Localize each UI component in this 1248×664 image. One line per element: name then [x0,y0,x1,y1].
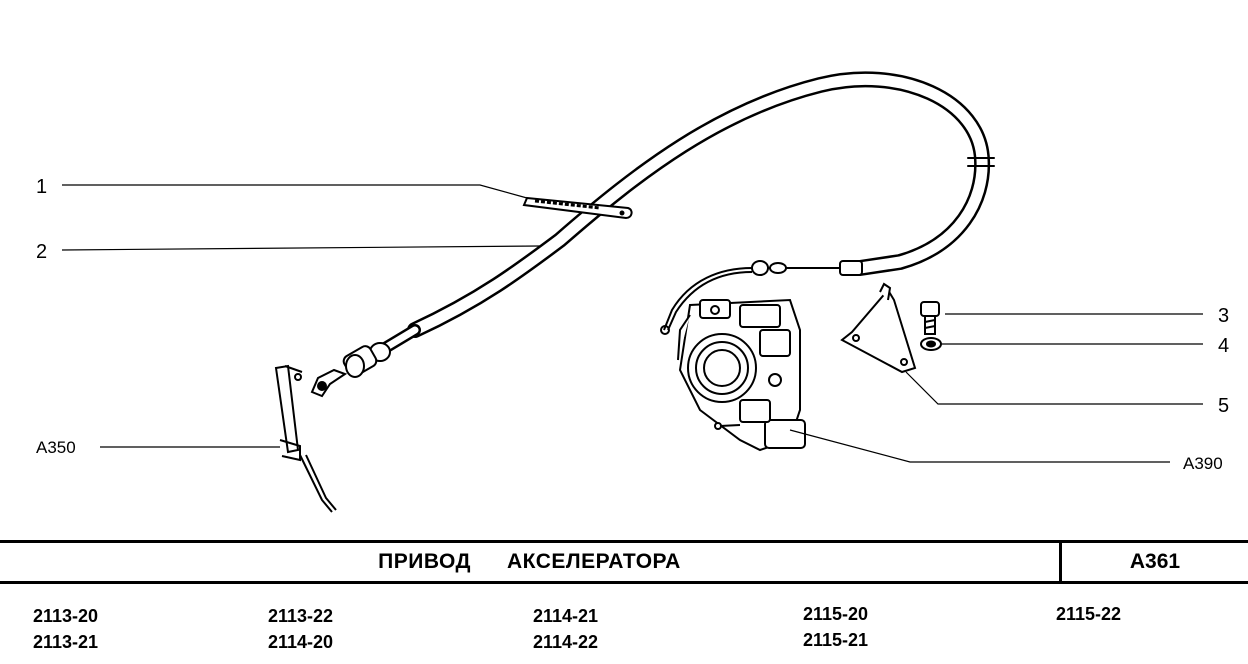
throttle-body [677,298,806,452]
accelerator-drive-diagram: 1 2 3 4 5 A350 A390 [36,71,1229,513]
model-code: 2113-22 [268,606,334,626]
model-code: 2114-21 [533,606,599,626]
callout-4: 4 [1218,335,1229,357]
title-word-2: АКСЕЛЕРАТОРА [506,550,681,573]
leader-lines [61,184,1203,463]
model-code: 2114-20 [268,632,334,652]
bracket [840,282,917,374]
model-list: 2113-20 2113-21 2113-22 2114-20 2114-21 … [0,584,1248,664]
model-code: 2113-20 [33,606,99,626]
callout-1: 1 [36,176,47,198]
cable-core [660,260,863,335]
ref-a390: A390 [1183,454,1223,473]
title-band: ПРИВОД АКСЕЛЕРАТОРА A361 [0,540,1248,584]
ref-a350: A350 [36,438,76,457]
model-code: 2114-22 [533,632,599,652]
model-code: 2115-22 [1056,604,1122,624]
title-code: A361 [1129,550,1181,573]
clamp-plate [522,196,633,220]
bolt [920,301,940,335]
title-word-1: ПРИВОД [378,550,471,573]
model-code: 2113-21 [33,632,99,652]
washer [920,337,942,351]
cable-sheath [379,71,995,354]
model-code: 2115-21 [803,630,869,650]
pedal-end-fitting [310,342,391,398]
callout-2: 2 [36,241,47,263]
callout-3: 3 [1218,305,1229,327]
model-code: 2115-20 [803,604,869,624]
title-main: ПРИВОД АКСЕЛЕРАТОРА [0,543,1062,581]
accelerator-pedal-lever [274,364,337,513]
callout-5: 5 [1218,395,1229,417]
